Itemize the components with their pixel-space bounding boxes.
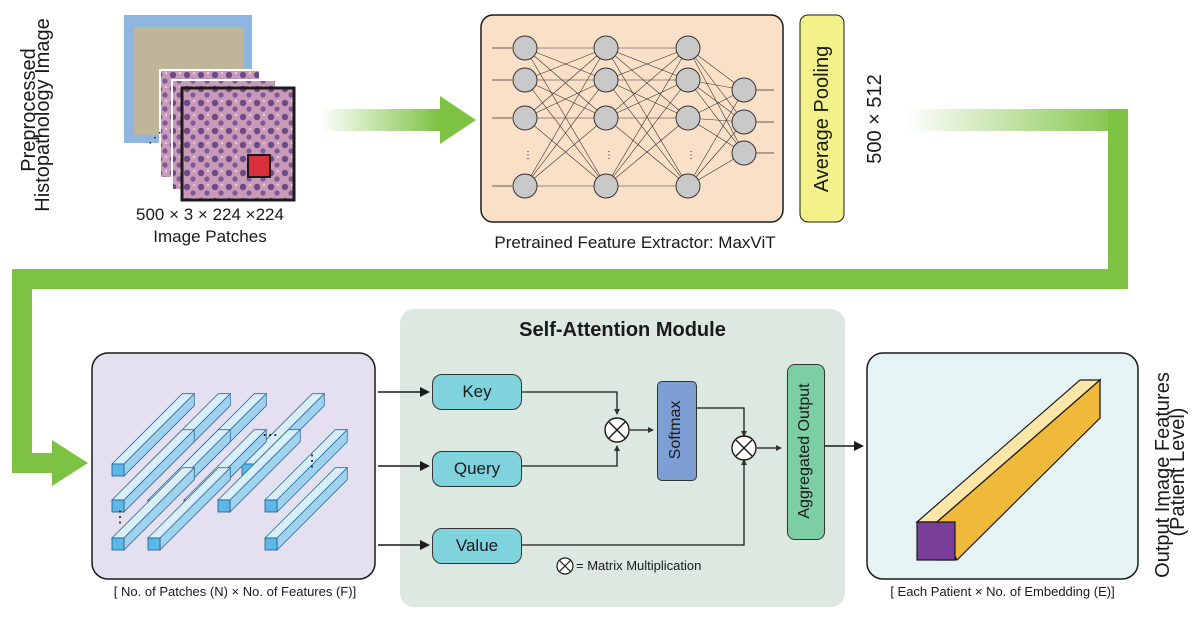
softmax-label: Softmax <box>667 400 684 460</box>
nn-ellipsis: ⋮ <box>604 150 614 161</box>
nn-ellipsis: ⋮ <box>686 150 696 161</box>
nn-node <box>675 105 701 131</box>
feature-bar-end <box>111 537 125 551</box>
feature-bar-end <box>111 499 125 513</box>
extractor-caption: Pretrained Feature Extractor: MaxViT <box>494 233 776 252</box>
feature-bar-end <box>217 499 231 513</box>
output-caption: [ Each Patient × No. of Embedding (E)] <box>890 584 1115 599</box>
flow-connector <box>12 109 1128 486</box>
nn-node <box>512 105 538 131</box>
softmax-box <box>657 381 697 481</box>
nn-node <box>675 35 701 61</box>
arrow-query-to-mult <box>520 445 620 467</box>
patch-feature-bars <box>111 392 349 551</box>
nn-node <box>512 35 538 61</box>
bars-ellipsis-h: ⋯ <box>262 427 278 444</box>
aggregated-label: Aggregated Output <box>796 383 813 519</box>
input-caption: Image Patches <box>153 227 267 246</box>
nn-node <box>593 173 619 199</box>
arrow-value-to-mult <box>520 459 747 546</box>
input-dims: 500 × 3 × 224 ×224 <box>136 205 284 224</box>
flow-arrow-1 <box>320 96 476 144</box>
nn-node <box>675 67 701 93</box>
query-box: Query <box>432 451 522 487</box>
nn-node <box>512 173 538 199</box>
bars-ellipsis-v: ⋮ <box>304 453 320 470</box>
nn-ellipsis: ⋮ <box>523 150 533 161</box>
patch-features-caption: [ No. of Patches (N) × No. of Features (… <box>113 584 357 599</box>
nn-node <box>593 67 619 93</box>
feature-bar-end <box>147 537 161 551</box>
arrow-key-to-mult <box>520 391 620 415</box>
input-side-title-2: Histopathology Image <box>32 18 54 212</box>
arrow-softmax-to-mult <box>697 407 747 437</box>
aggregated-box <box>787 364 825 540</box>
patch-1 <box>180 86 296 202</box>
key-box: Key <box>432 374 522 410</box>
nn-node <box>731 77 757 103</box>
embedding-bar <box>915 378 1102 561</box>
matmul-legend-icon <box>556 557 574 575</box>
attention-title: Self-Attention Module <box>519 319 726 341</box>
value-box: Value <box>432 528 522 564</box>
nn-node <box>731 109 757 135</box>
nn-node <box>593 105 619 131</box>
feature-bar-end <box>111 463 125 477</box>
output-side-title-2: (Patient Level) <box>1167 407 1189 537</box>
pooling-box <box>799 14 845 223</box>
extractor-panel <box>480 14 784 223</box>
bars-ellipsis-v2: ⋮ <box>112 509 128 526</box>
image-stack: ⋰ <box>124 15 296 202</box>
pooled-dims: 500 × 512 <box>864 74 886 164</box>
matmul-icon-1 <box>604 417 630 443</box>
matmul-icon-2 <box>731 435 757 461</box>
highlight-patch <box>247 154 271 178</box>
legend-text: = Matrix Multiplication <box>576 558 702 573</box>
nn-node <box>731 140 757 166</box>
feature-bar-end <box>264 499 278 513</box>
nn-node <box>593 35 619 61</box>
feature-bar-end <box>264 537 278 551</box>
stack-ellipsis: ⋰ <box>148 129 162 145</box>
pooling-label: Average Pooling <box>811 45 833 193</box>
nn-node <box>675 173 701 199</box>
nn-node <box>512 67 538 93</box>
neural-network: ⋮ ⋮ ⋮ <box>492 35 774 199</box>
